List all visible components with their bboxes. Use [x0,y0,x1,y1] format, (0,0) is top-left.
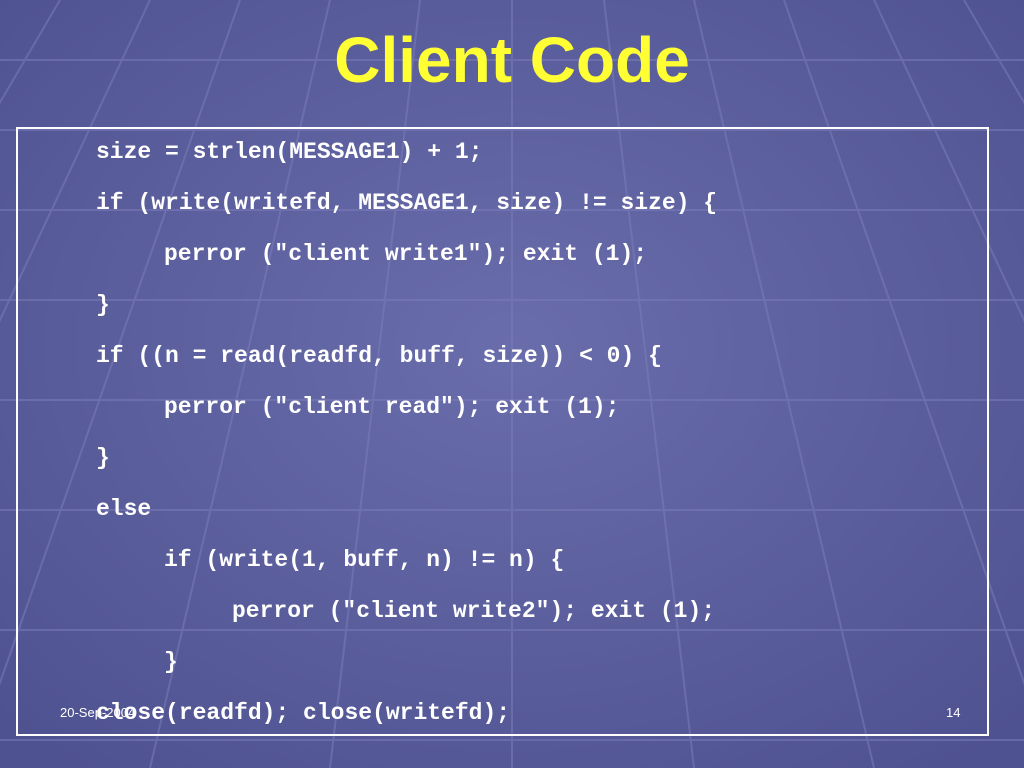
code-line-3: perror ("client write1"); exit (1); [164,241,648,267]
code-line-8: else [96,496,152,522]
code-line-9: if (write(1, buff, n) != n) { [164,547,565,573]
code-line-12: close(readfd); close(writefd); [96,700,511,726]
code-line-10: perror ("client write2"); exit (1); [232,598,716,624]
code-line-5: if ((n = read(readfd, buff, size)) < 0) … [96,343,662,369]
code-block [16,127,989,736]
code-line-4: } [96,292,110,318]
code-line-7: } [96,445,110,471]
code-line-2: if (write(writefd, MESSAGE1, size) != si… [96,190,718,216]
footer-date: 20-Sep-2004 [60,705,136,720]
code-line-6: perror ("client read"); exit (1); [164,394,620,420]
footer-page-number: 14 [946,705,961,720]
code-line-11: } [164,649,178,675]
code-line-1: size = strlen(MESSAGE1) + 1; [96,139,483,165]
slide-title: Client Code [334,24,690,96]
